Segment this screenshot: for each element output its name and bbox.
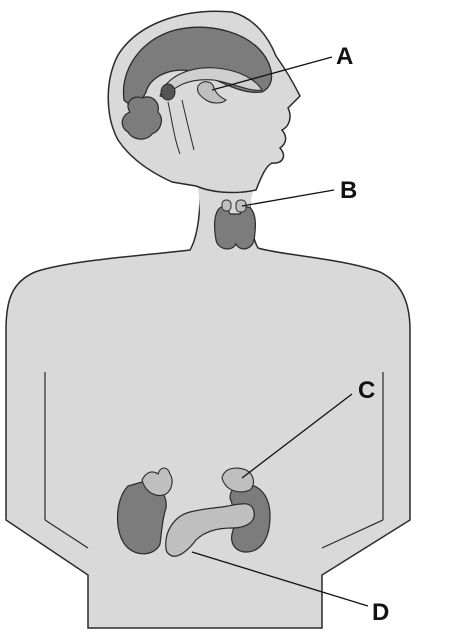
parathyroid-left [222,200,231,211]
torso [6,195,410,628]
thalamus [161,84,175,100]
callout-label-b: B [340,177,357,204]
callout-label-c: C [358,377,375,404]
leader-line-b [242,190,334,206]
callout-label-d: D [372,599,389,626]
cerebellum [122,97,161,139]
callout-label-a: A [336,43,353,70]
